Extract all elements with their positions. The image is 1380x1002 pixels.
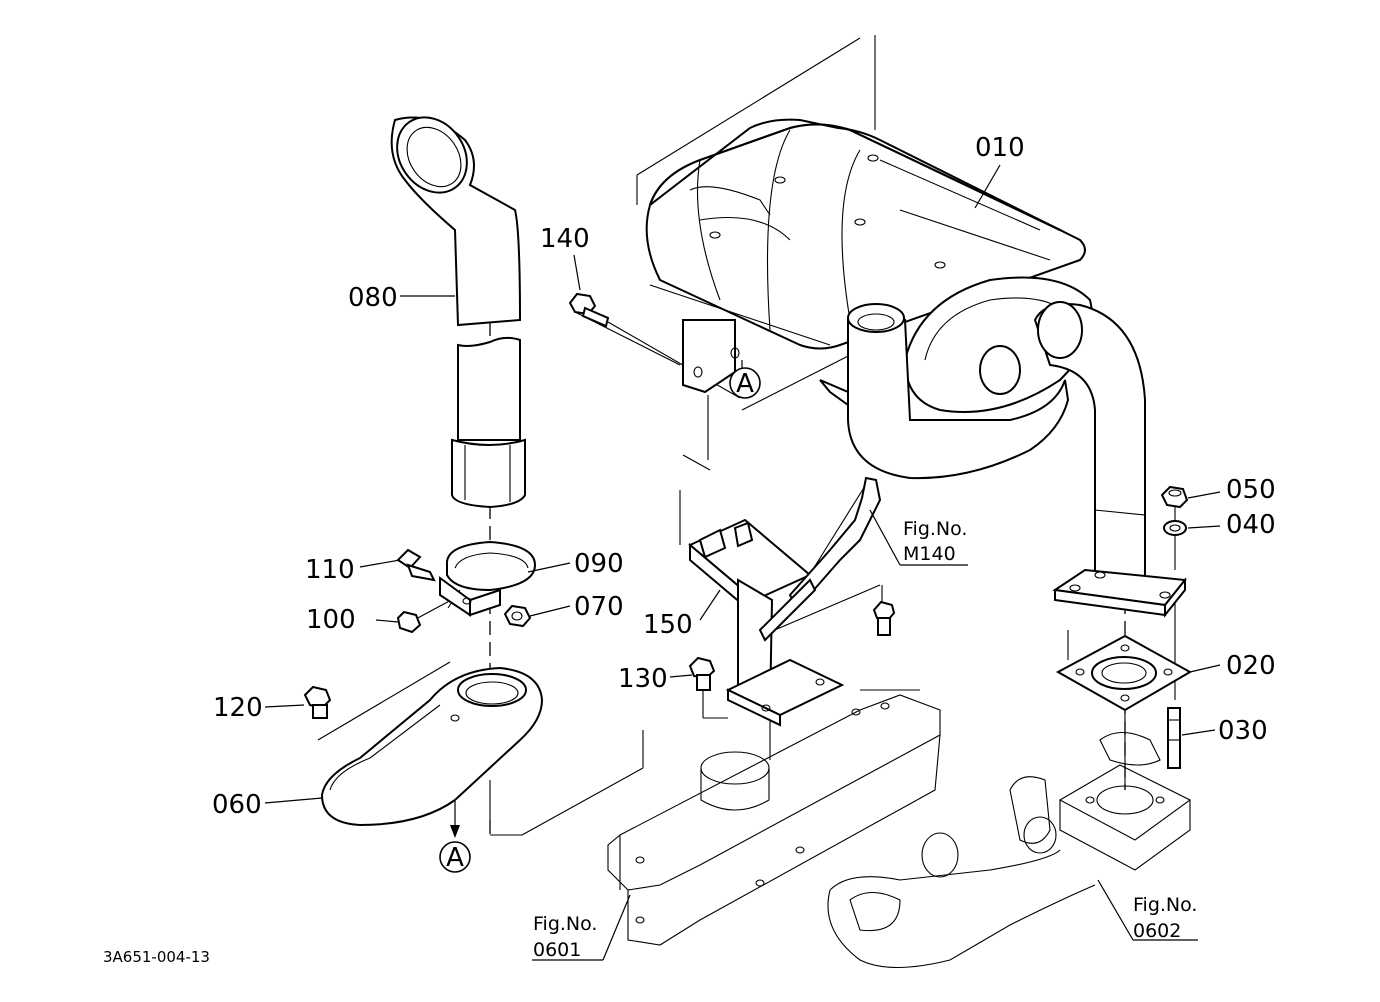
bolt-130-part xyxy=(688,656,716,691)
view-marker-a-bottom: A xyxy=(439,841,471,873)
washer-040-part xyxy=(1163,520,1187,536)
drawing-code: 3A651-004-13 xyxy=(103,948,210,966)
fig-ref-m140-number: M140 xyxy=(903,543,956,565)
fig-ref-0601: Fig.No. 0601 xyxy=(533,913,597,961)
callout-030: 030 xyxy=(1218,716,1268,746)
muffler-part xyxy=(645,118,1187,618)
callout-120: 120 xyxy=(213,693,263,723)
cover-060-part xyxy=(320,666,544,827)
callout-110: 110 xyxy=(305,555,355,585)
bolt-120-part xyxy=(303,685,332,719)
callout-080: 080 xyxy=(348,283,398,313)
callout-010: 010 xyxy=(975,133,1025,163)
bolt-110-part xyxy=(396,548,436,582)
tail-pipe-part xyxy=(390,116,526,509)
fig-ref-0601-number: 0601 xyxy=(533,939,581,961)
fig-ref-m140-label: Fig.No. xyxy=(903,518,967,540)
fig-ref-0602-number: 0602 xyxy=(1133,920,1181,942)
callout-100: 100 xyxy=(306,605,356,635)
fig-ref-0601-label: Fig.No. xyxy=(533,913,597,935)
view-marker-a-bottom-label: A xyxy=(446,843,464,873)
view-marker-a-top-label: A xyxy=(736,369,754,399)
callout-090: 090 xyxy=(574,549,624,579)
callout-040: 040 xyxy=(1226,510,1276,540)
stud-030-part xyxy=(1167,707,1181,769)
manifold-0601-part xyxy=(607,694,941,946)
bolt-140-part xyxy=(568,292,610,328)
fig-ref-m140: Fig.No. M140 xyxy=(903,518,967,565)
assembly-guide-lines xyxy=(317,35,1176,836)
stay-m140-part xyxy=(758,476,896,642)
bracket-150-part xyxy=(688,518,845,727)
nut-070-part xyxy=(503,604,532,628)
collar-100-part xyxy=(396,610,422,634)
callout-150: 150 xyxy=(643,610,693,640)
clamp-part xyxy=(439,540,537,617)
fig-ref-0602-label: Fig.No. xyxy=(1133,894,1197,916)
fig-ref-0602: Fig.No. 0602 xyxy=(1133,894,1197,942)
callout-050: 050 xyxy=(1226,475,1276,505)
callout-130: 130 xyxy=(618,664,668,694)
callout-020: 020 xyxy=(1226,651,1276,681)
callout-070: 070 xyxy=(574,592,624,622)
view-marker-a-top: A xyxy=(729,367,761,399)
gasket-020-part xyxy=(1055,634,1193,712)
callout-060: 060 xyxy=(212,790,262,820)
elbow-0602-part xyxy=(827,731,1192,969)
part-callouts: 010 140 080 050 040 110 090 100 070 150 … xyxy=(212,133,1276,820)
nut-050-part xyxy=(1160,485,1189,509)
callout-140: 140 xyxy=(540,224,590,254)
